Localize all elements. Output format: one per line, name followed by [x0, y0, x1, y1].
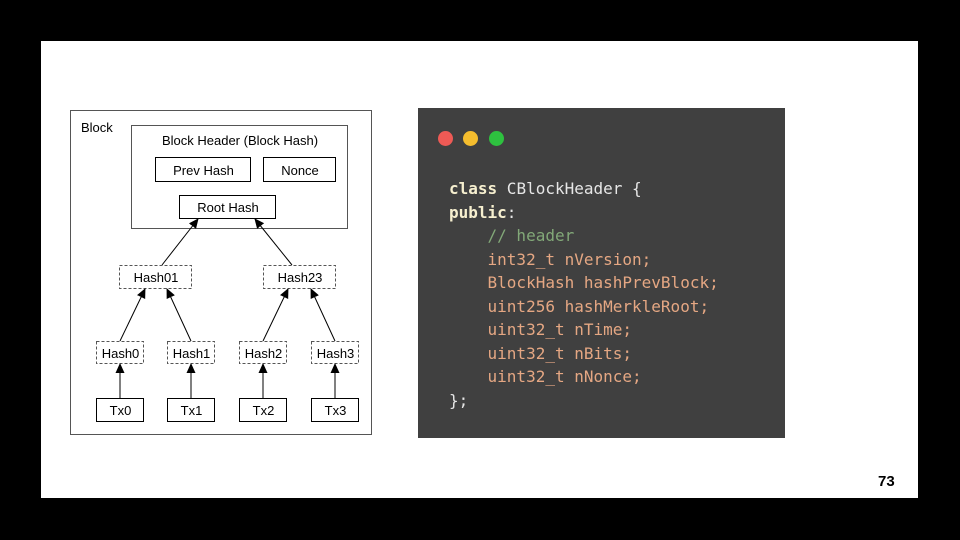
arrow-hash23-root	[254, 218, 293, 266]
public-colon: :	[506, 202, 517, 222]
hash2-label: Hash2	[244, 345, 283, 361]
tx0-box	[96, 398, 144, 422]
code-indent	[449, 273, 488, 292]
block-header-box	[131, 125, 348, 229]
arrow-hash0-hash01	[119, 288, 146, 342]
code-field: uint32_t nTime;	[487, 320, 633, 339]
tx3-box	[311, 398, 359, 422]
hash23-box	[263, 265, 336, 289]
hash23-label: Hash23	[277, 270, 323, 285]
code-indent	[449, 344, 488, 363]
hash01-box	[119, 265, 192, 289]
tx3-label: Tx3	[324, 403, 347, 418]
code-field: uint32_t nNonce;	[487, 367, 642, 386]
code-indent	[449, 226, 488, 245]
tx1-box	[167, 398, 215, 422]
code-indent	[449, 250, 488, 269]
code-closing: };	[449, 390, 469, 410]
public-keyword: public	[449, 202, 507, 222]
block-header-label: Block Header (Block Hash)	[161, 132, 319, 148]
arrow-hash3-hash23	[310, 288, 336, 342]
root-hash-box	[179, 195, 276, 219]
prev-hash-label: Prev Hash	[173, 162, 234, 178]
diagram-lines	[70, 110, 372, 435]
code-field: uint32_t nBits;	[487, 343, 633, 363]
hash3-label: Hash3	[316, 345, 355, 361]
nonce-box	[263, 157, 336, 182]
code-indent	[449, 297, 488, 316]
class-name: CBlockHeader {	[497, 179, 642, 198]
hash0-label: Hash0	[101, 345, 140, 361]
block-label: Block	[81, 119, 113, 135]
merkle-tree-diagram: Block Block Header (Block Hash) Prev Has…	[70, 110, 372, 435]
tx2-label: Tx2	[252, 403, 275, 418]
code-window: class CBlockHeader { public: // header i…	[418, 108, 785, 438]
hash1-label: Hash1	[172, 345, 211, 361]
code-comment: // header	[487, 226, 575, 245]
nonce-label: Nonce	[281, 162, 319, 178]
tx0-label: Tx0	[109, 403, 132, 418]
code-field: uint256 hashMerkleRoot;	[487, 296, 710, 316]
prev-hash-box	[155, 157, 251, 182]
tx2-box	[239, 398, 287, 422]
maximize-dot-icon	[489, 131, 504, 146]
arrow-hash1-hash01	[166, 288, 192, 342]
root-hash-label: Root Hash	[197, 200, 259, 215]
code-block: class CBlockHeader { public: // header i…	[449, 177, 719, 412]
arrow-hash01-root	[161, 218, 199, 266]
tx1-label: Tx1	[180, 403, 203, 418]
code-indent	[449, 367, 488, 386]
arrow-hash2-hash23	[262, 288, 289, 342]
page-number: 73	[878, 473, 895, 490]
code-field: BlockHash hashPrevBlock;	[487, 273, 719, 292]
block-box	[70, 110, 372, 435]
close-dot-icon	[438, 131, 453, 146]
hash01-label: Hash01	[133, 270, 179, 285]
class-keyword: class	[449, 179, 498, 198]
code-indent	[449, 320, 488, 339]
code-field: int32_t nVersion;	[487, 249, 652, 269]
minimize-dot-icon	[463, 131, 478, 146]
